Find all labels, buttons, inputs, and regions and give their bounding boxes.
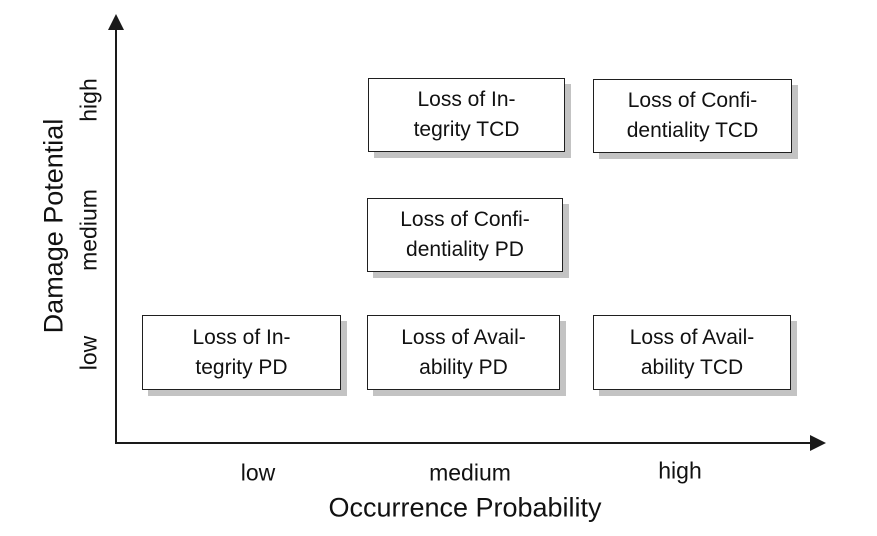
- box-text-line: Loss of Avail-: [629, 325, 755, 349]
- box-loss-of-availability-tcd: Loss of Avail- ability TCD: [593, 315, 791, 390]
- y-tick-high: high: [75, 78, 102, 122]
- y-axis-line: [115, 26, 117, 444]
- box-text-line: Loss of In-: [417, 88, 516, 111]
- y-axis-arrow-icon: [108, 14, 124, 30]
- box-loss-of-availability-pd: Loss of Avail- ability PD: [367, 315, 560, 390]
- box-text-line: ability TCD: [640, 355, 744, 379]
- y-tick-low: low: [75, 335, 102, 371]
- y-tick-medium: medium: [75, 189, 102, 271]
- box-loss-of-integrity-tcd: Loss of In- tegrity TCD: [368, 78, 565, 152]
- x-tick-medium: medium: [429, 459, 511, 486]
- box-loss-of-confidentiality-pd: Loss of Confi- dentiality PD: [367, 198, 563, 272]
- x-axis-line: [115, 442, 811, 444]
- y-axis-label: Damage Potential: [38, 118, 69, 334]
- box-text-line: dentiality PD: [406, 238, 524, 261]
- x-tick-high: high: [658, 457, 702, 484]
- x-axis-label: Occurrence Probability: [328, 492, 602, 523]
- box-text-line: Loss of Confi-: [627, 89, 758, 112]
- x-tick-low: low: [240, 459, 276, 486]
- box-loss-of-integrity-pd: Loss of In- tegrity PD: [142, 315, 341, 390]
- box-text-line: tegrity TCD: [413, 118, 520, 141]
- box-text-line: dentiality TCD: [626, 119, 759, 142]
- box-loss-of-confidentiality-tcd: Loss of Confi- dentiality TCD: [593, 79, 792, 153]
- box-text-line: Loss of Confi-: [400, 208, 530, 231]
- box-text-line: ability PD: [419, 355, 508, 379]
- x-axis-arrow-icon: [810, 435, 826, 451]
- box-text-line: Loss of Avail-: [401, 325, 526, 349]
- box-text-line: tegrity PD: [195, 355, 288, 379]
- box-text-line: Loss of In-: [192, 325, 291, 349]
